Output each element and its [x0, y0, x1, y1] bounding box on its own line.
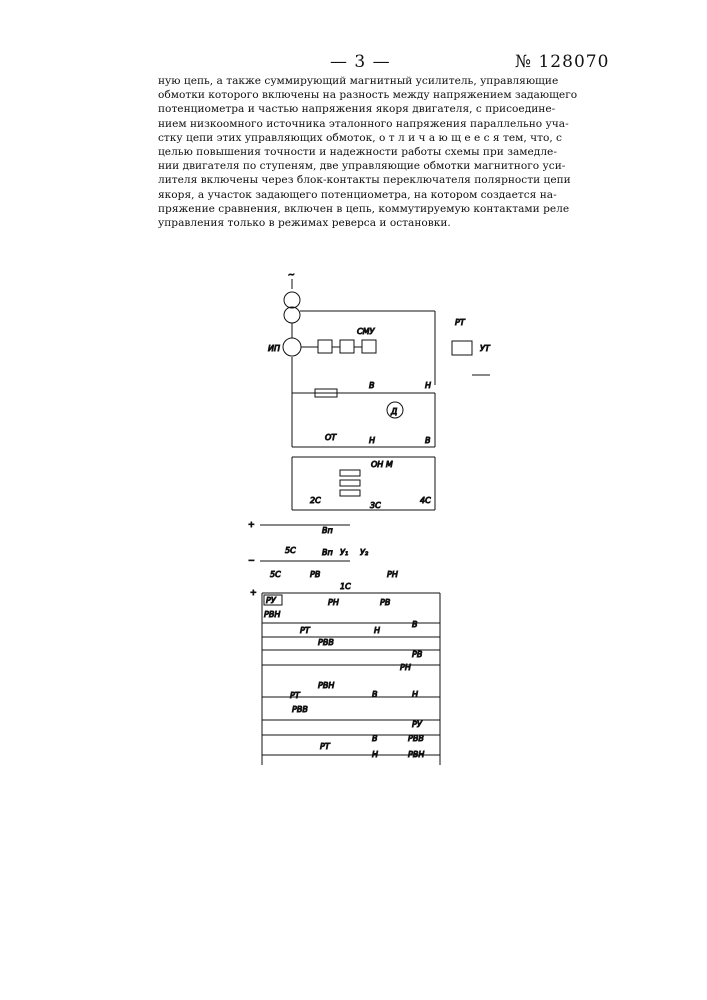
- label-ut: УТ: [480, 344, 491, 353]
- label-rv-c: РВ: [412, 650, 422, 659]
- label-v-c: В: [372, 690, 378, 699]
- patent-number: № 128070: [515, 52, 609, 72]
- label-rn-b: РН: [328, 598, 339, 607]
- ip-source: [283, 338, 301, 356]
- text-line: нии двигателя по ступеням, две управляющ…: [158, 159, 578, 173]
- label-1c: 1С: [340, 582, 351, 591]
- label-n-b: Н: [374, 626, 380, 635]
- label-u1: У₁: [340, 548, 348, 557]
- text-line: якоря, а участок задающего потенциометра…: [158, 188, 578, 202]
- text-line: пряжение сравнения, включен в цепь, комм…: [158, 202, 578, 216]
- label-5c-b: 5С: [270, 570, 281, 579]
- text-line: лителя включены через блок-контакты пере…: [158, 173, 578, 187]
- label-rvn-a: РВН: [264, 610, 280, 619]
- label-smu: СМУ: [357, 327, 375, 336]
- label-tilde: ~: [288, 270, 295, 279]
- label-vp-2: Вп: [322, 548, 333, 557]
- label-minus: −: [248, 556, 255, 565]
- label-rvv-b: РВВ: [292, 705, 308, 714]
- label-ru-a: РУ: [266, 596, 277, 605]
- label-onm: ОН М: [371, 460, 393, 469]
- circuit-schematic: ~ ИП СМУ РТ УТ В Н Д ОТ Н В ОН М 2С 3С 4…: [240, 265, 520, 785]
- label-5c-a: 5С: [285, 546, 296, 555]
- label-rv-a: РВ: [310, 570, 320, 579]
- text-line: управления только в режимах реверса и ос…: [158, 216, 578, 230]
- transformer-symbol: [284, 307, 300, 323]
- label-rn-a: РН: [387, 570, 398, 579]
- text-line: ную цепь, а также суммирующий магнитный …: [158, 74, 578, 88]
- label-rt-a: РТ: [300, 626, 311, 635]
- generator-symbol: [284, 292, 300, 308]
- label-d: Д: [390, 407, 397, 416]
- label-plus-1: +: [248, 520, 255, 529]
- label-rvv-a: РВВ: [318, 638, 334, 647]
- label-vp-1: Вп: [322, 526, 333, 535]
- text-line: обмотки которого включены на разность ме…: [158, 88, 578, 102]
- text-line: нием низкоомного источника эталонного на…: [158, 117, 578, 131]
- label-rt-b: РТ: [290, 691, 301, 700]
- label-ot: ОТ: [325, 433, 337, 442]
- label-4c: 4С: [420, 496, 431, 505]
- label-v-d: В: [372, 734, 378, 743]
- label-rn-c: РН: [400, 663, 411, 672]
- label-n-c: Н: [412, 690, 418, 699]
- label-rv-b: РВ: [380, 598, 390, 607]
- label-rvn-b: РВН: [318, 681, 334, 690]
- label-v-top: В: [369, 381, 375, 390]
- label-n-mid: Н: [369, 436, 375, 445]
- label-v-b: В: [412, 620, 418, 629]
- label-plus-2: +: [250, 588, 257, 597]
- text-line: целью повышения точности и надежности ра…: [158, 145, 578, 159]
- label-ip: ИП: [268, 344, 280, 353]
- label-n-top: Н: [425, 381, 431, 390]
- label-2c: 2С: [310, 496, 321, 505]
- page-number: — 3 —: [330, 52, 391, 72]
- label-v-mid: В: [425, 436, 431, 445]
- text-line: стку цепи этих управляющих обмоток, о т …: [158, 131, 578, 145]
- text-line: потенциометра и частью напряжения якоря …: [158, 102, 578, 116]
- label-3c: 3С: [370, 501, 381, 510]
- label-u2: У₂: [360, 548, 369, 557]
- label-rt: РТ: [455, 318, 466, 327]
- label-rt-c: РТ: [320, 742, 331, 751]
- label-ru-b: РУ: [412, 720, 423, 729]
- claim-text: ную цепь, а также суммирующий магнитный …: [158, 74, 578, 230]
